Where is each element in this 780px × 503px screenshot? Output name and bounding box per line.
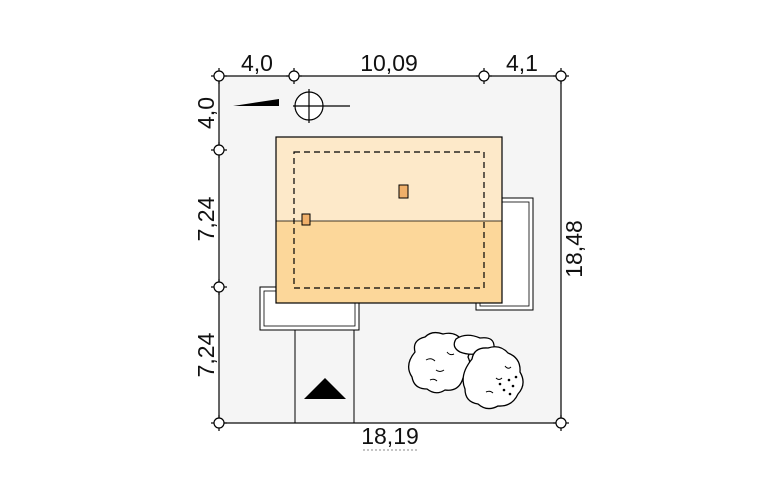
- marker-top-2: [286, 68, 302, 84]
- chimney-2: [301, 213, 311, 226]
- marker-bottom-right: [553, 415, 569, 431]
- marker-left-1: [211, 142, 227, 158]
- dim-top-2: 10,09: [360, 50, 418, 76]
- roof-upper-slope: [276, 137, 502, 221]
- dim-bottom: 18,19: [361, 423, 419, 449]
- trees: [408, 331, 524, 410]
- dim-left-1: 4,0: [193, 97, 219, 129]
- marker-top-4: [553, 68, 569, 84]
- driveway: [294, 330, 355, 423]
- dim-left-2: 7,24: [193, 196, 219, 241]
- dim-top-3: 4,1: [506, 50, 538, 76]
- dim-left-3: 7,24: [193, 332, 219, 377]
- dim-right: 18,48: [561, 220, 587, 278]
- marker-bottom-left: [211, 415, 227, 431]
- tree-detail: [425, 351, 512, 394]
- chimney-1: [398, 184, 409, 199]
- marker-left-2: [211, 279, 227, 295]
- tree-icon: [462, 346, 524, 410]
- marker-top-3: [476, 68, 492, 84]
- roof-lower-slope: [276, 221, 502, 303]
- dim-top-1: 4,0: [241, 50, 273, 76]
- entrance-triangle-icon: [304, 378, 346, 399]
- wall-outline-dashed: [293, 151, 485, 289]
- marker-top-1: [211, 68, 227, 84]
- tree-dots: [498, 375, 518, 396]
- north-arrow-icon: [233, 89, 350, 123]
- house-roof: [275, 136, 503, 304]
- dimension-markers: [211, 68, 569, 431]
